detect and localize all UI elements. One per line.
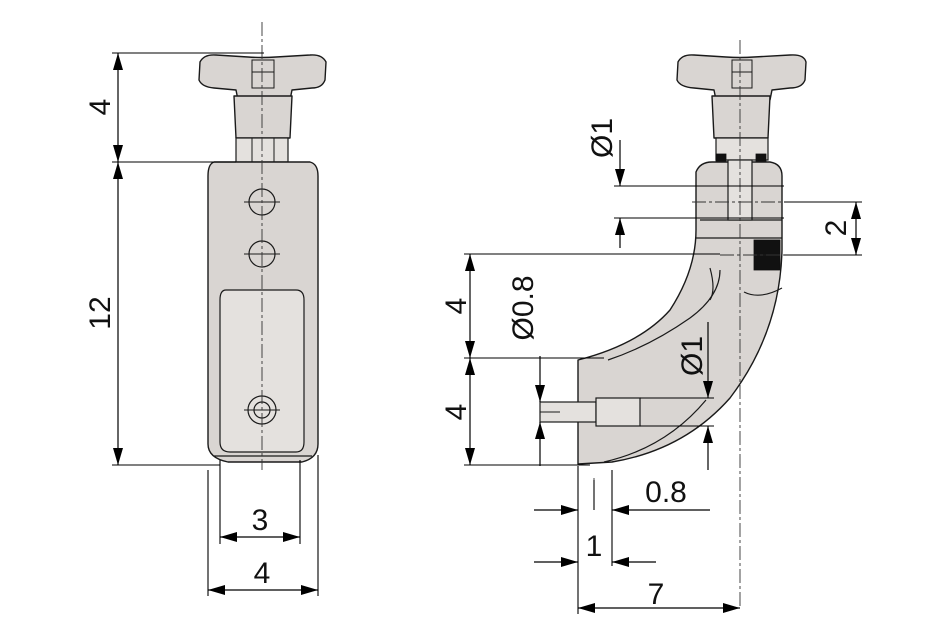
front-knob <box>198 54 327 101</box>
side-knob <box>676 54 807 101</box>
front-view <box>198 22 327 470</box>
front-knob-neck <box>233 95 293 139</box>
side-pin-bore <box>595 397 641 427</box>
dim-front-top-height: 4 <box>84 99 117 116</box>
dim-front-inner-width: 3 <box>252 504 269 537</box>
dim-side-total-depth: 7 <box>648 578 665 611</box>
dim-side-lower-height: 4 <box>440 404 473 421</box>
side-view <box>539 40 807 606</box>
side-knob-neck <box>711 95 771 139</box>
dim-side-pin-length: 0.8 <box>645 476 687 509</box>
side-dimensions: Ø1 2 4 4 Ø0.8 Ø1 <box>440 118 862 614</box>
dim-front-outer-width: 4 <box>254 557 271 590</box>
dim-side-pin-diameter: Ø0.8 <box>507 275 540 340</box>
front-dimensions: 4 12 3 4 <box>84 52 319 596</box>
dim-side-offset: 2 <box>820 220 853 237</box>
dim-side-pin-offset: 1 <box>586 530 603 563</box>
dim-front-body-height: 12 <box>84 296 117 329</box>
dim-side-hole-diameter-bottom: Ø1 <box>676 336 709 376</box>
dim-side-hole-diameter-top: Ø1 <box>586 118 619 158</box>
dim-side-upper-height: 4 <box>440 298 473 315</box>
